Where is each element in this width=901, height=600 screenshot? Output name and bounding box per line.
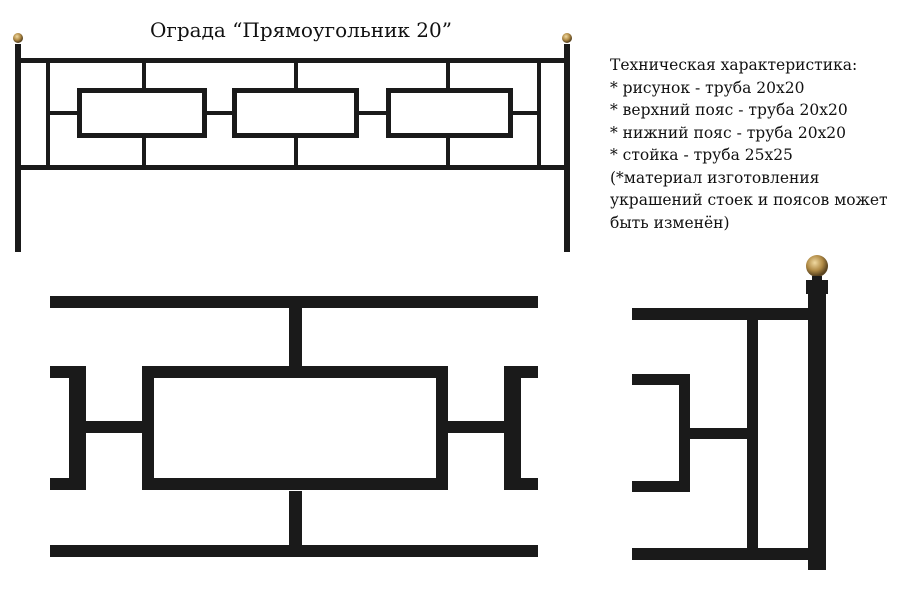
finial-icon <box>562 33 572 43</box>
fence-detail-center <box>50 296 538 557</box>
spec-line: * нижний пояс - труба 20х20 <box>610 123 847 142</box>
top-rail <box>21 58 564 63</box>
finial-icon <box>13 33 23 43</box>
spec-line: быть изменён) <box>610 213 730 232</box>
finial-icon <box>806 255 828 277</box>
fence-detail-post <box>632 280 828 570</box>
fence-panel-rect <box>386 88 513 138</box>
fence-post-right <box>564 50 570 252</box>
spec-line: (*материал изготовления <box>610 168 820 187</box>
spec-line: * рисунок - труба 20х20 <box>610 78 805 97</box>
fence-panel-rect <box>232 88 359 138</box>
spec-line: украшений стоек и поясов может <box>610 191 888 209</box>
fence-full-view <box>13 33 572 252</box>
specs-header: Техническая характеристика: <box>610 56 858 74</box>
fence-post-left <box>15 50 21 252</box>
page-title: Ограда “Прямоугольник 20” <box>150 18 452 42</box>
spec-line: * верхний пояс - труба 20х20 <box>610 101 848 119</box>
fence-panel-rect <box>77 88 207 138</box>
tech-specs: Техническая характеристика: * рисунок - … <box>610 54 895 234</box>
fence-detail-rect <box>142 366 448 490</box>
spec-line: * стойка - труба 25х25 <box>610 146 793 164</box>
bottom-rail <box>21 165 564 170</box>
fence-post-detail <box>808 292 826 570</box>
